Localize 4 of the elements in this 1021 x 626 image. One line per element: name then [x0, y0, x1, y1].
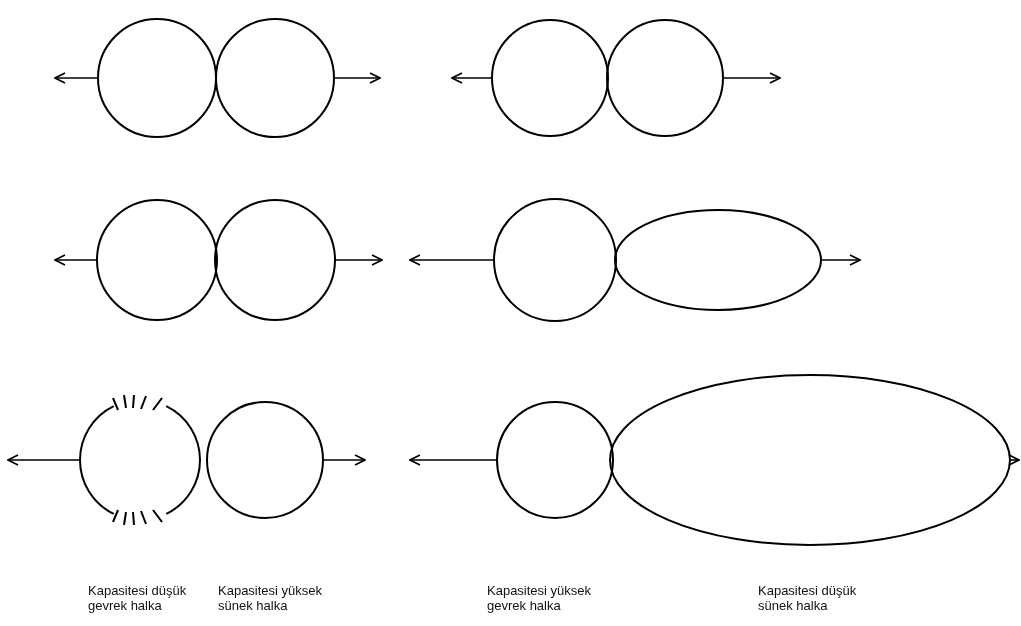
ring-caption: Kapasitesi düşük sünek halka: [758, 583, 858, 613]
ring-caption: Kapasitesi yüksek gevrek halka: [487, 583, 593, 613]
ring-caption: Kapasitesi düşük gevrek halka: [88, 583, 188, 613]
ring-caption: Kapasitesi yüksek sünek halka: [218, 583, 324, 613]
